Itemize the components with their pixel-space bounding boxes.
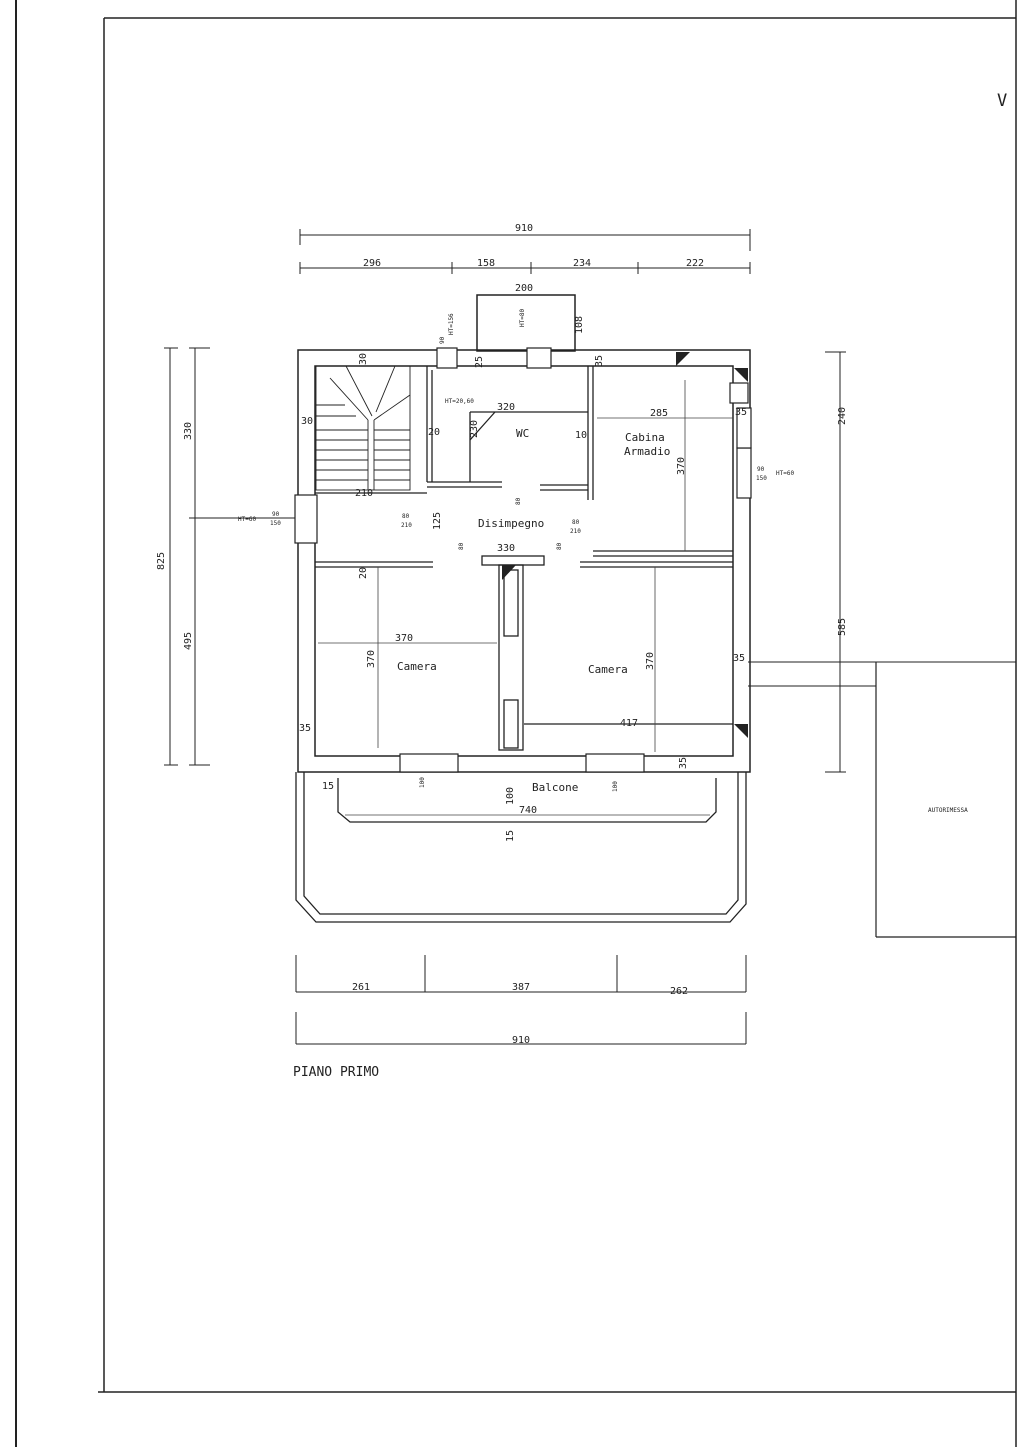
ht-left: HT=60 xyxy=(238,516,256,523)
dim-bottom-b: 387 xyxy=(512,982,530,993)
door-cab-80: 80 xyxy=(572,519,580,526)
door-cam-l: 80 xyxy=(458,542,465,550)
dim-cam-r-h: 370 xyxy=(645,652,656,670)
door-cam-r: 80 xyxy=(556,542,563,550)
room-label-balcone: Balcone xyxy=(532,781,578,794)
dim-balc-w: 740 xyxy=(519,805,537,816)
room-label-camera-right: Camera xyxy=(588,663,628,676)
door-balc-l-100: 100 xyxy=(419,777,426,788)
staircase xyxy=(315,365,411,491)
dim-left-a: 330 xyxy=(183,422,194,440)
dim-cam-r-w: 417 xyxy=(620,718,638,729)
ht-top: HT=156 xyxy=(448,313,455,335)
door-dis-80: 80 xyxy=(402,513,410,520)
dim-cabina-w: 285 xyxy=(650,408,668,419)
sheet-frame xyxy=(15,0,1017,1447)
ht-bay: HT=80 xyxy=(519,309,526,327)
ht-wc: HT=20,60 xyxy=(445,398,474,405)
bottom-dimensions xyxy=(295,955,747,1045)
win-right-90: 90 xyxy=(757,466,765,473)
corner-letter: V xyxy=(997,91,1007,111)
top-dimensions xyxy=(299,229,751,296)
dim-w35-d: 35 xyxy=(299,723,311,734)
dim-w15-b: 15 xyxy=(505,830,516,842)
dim-right-b: 585 xyxy=(837,618,848,636)
dim-cam-l-h: 370 xyxy=(366,650,377,668)
door-dis-210: 210 xyxy=(401,522,412,529)
openings xyxy=(294,347,752,773)
room-label-wc: WC xyxy=(516,427,529,440)
dim-bay: 200 xyxy=(515,283,533,294)
room-label-camera-left: Camera xyxy=(397,660,437,673)
dim-w230: 230 xyxy=(469,420,480,438)
dim-w35-e: 35 xyxy=(678,757,689,769)
balcony xyxy=(295,772,747,923)
ht-right: HT=60 xyxy=(776,470,794,477)
dim-bottom-a: 261 xyxy=(352,982,370,993)
dim-w10: 10 xyxy=(575,430,587,441)
dim-top-a: 296 xyxy=(363,258,381,269)
plan-title: PIANO PRIMO xyxy=(293,1065,379,1080)
dim-top-d: 222 xyxy=(686,258,704,269)
dim-top-c: 234 xyxy=(573,258,591,269)
dim-top-total: 910 xyxy=(515,223,533,234)
win-right-150: 150 xyxy=(756,475,767,482)
dim-w125: 125 xyxy=(432,512,443,530)
garage-outline xyxy=(875,662,1016,938)
door-cab-210: 210 xyxy=(570,528,581,535)
door-wc-80: 80 xyxy=(515,497,522,505)
dim-bay-depth: 108 xyxy=(574,316,585,334)
room-label-disimpegno: Disimpegno xyxy=(478,517,544,530)
win-left-90: 90 xyxy=(272,511,280,518)
room-label-autorimessa: AUTORIMESSA xyxy=(928,807,968,814)
room-label-cabina: Cabina xyxy=(625,431,665,444)
dim-bottom-c: 262 xyxy=(670,986,688,997)
dim-stair-w: 210 xyxy=(355,488,373,499)
dim-balc-d: 100 xyxy=(505,787,516,805)
left-dimensions xyxy=(164,347,296,766)
dim-w20-a: 20 xyxy=(428,427,440,438)
right-dimensions xyxy=(748,351,1016,773)
win-left-150: 150 xyxy=(270,520,281,527)
dim-dis-w: 330 xyxy=(497,543,515,554)
dim-cam-l-w: 370 xyxy=(395,633,413,644)
bay-win-50: 90 xyxy=(439,336,446,344)
dim-top-b: 158 xyxy=(477,258,495,269)
dim-left-total: 825 xyxy=(156,552,167,570)
room-guide-lines xyxy=(318,380,733,816)
dim-wc-w: 320 xyxy=(497,402,515,413)
dim-right-a: 240 xyxy=(837,407,848,425)
dim-left-b: 495 xyxy=(183,632,194,650)
dim-w15-a: 15 xyxy=(322,781,334,792)
door-balc-r-100: 100 xyxy=(612,781,619,792)
dim-bottom-total: 910 xyxy=(512,1035,530,1046)
outer-walls xyxy=(297,294,751,773)
dim-w30-left: 30 xyxy=(301,416,313,427)
dim-w35-b: 35 xyxy=(735,407,747,418)
dim-w30-top: 30 xyxy=(358,353,369,365)
dim-w20-b: 20 xyxy=(358,567,369,579)
dim-w25: 25 xyxy=(474,356,485,368)
dim-w35-c: 35 xyxy=(733,653,745,664)
room-label-armadio: Armadio xyxy=(624,445,670,458)
corner-markers xyxy=(502,352,748,738)
dim-cabina-h: 370 xyxy=(676,457,687,475)
dim-w35-a: 35 xyxy=(594,355,605,367)
